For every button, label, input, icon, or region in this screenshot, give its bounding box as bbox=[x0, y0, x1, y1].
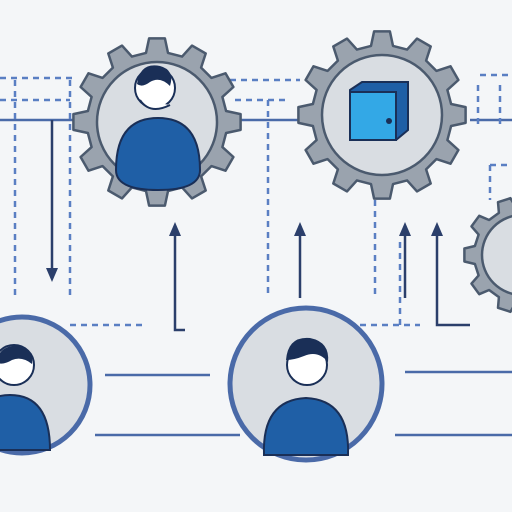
circle-person-left bbox=[0, 314, 93, 456]
arrows bbox=[46, 120, 470, 332]
arrow-up-4 bbox=[435, 232, 470, 327]
arrow-up-2-head bbox=[294, 222, 306, 236]
arrow-up-3-head bbox=[399, 222, 411, 236]
dashed-connectors bbox=[0, 73, 512, 327]
circle-person-center bbox=[227, 305, 385, 463]
arrow-up-4-head bbox=[431, 222, 443, 236]
arrow-down-left-head bbox=[46, 268, 58, 282]
gear-partial bbox=[463, 196, 512, 314]
arrow-up-1 bbox=[173, 232, 185, 332]
cube-icon bbox=[349, 81, 409, 141]
gear-disk bbox=[480, 214, 512, 296]
person-icon bbox=[114, 65, 202, 192]
arrow-up-1-head bbox=[169, 222, 181, 236]
